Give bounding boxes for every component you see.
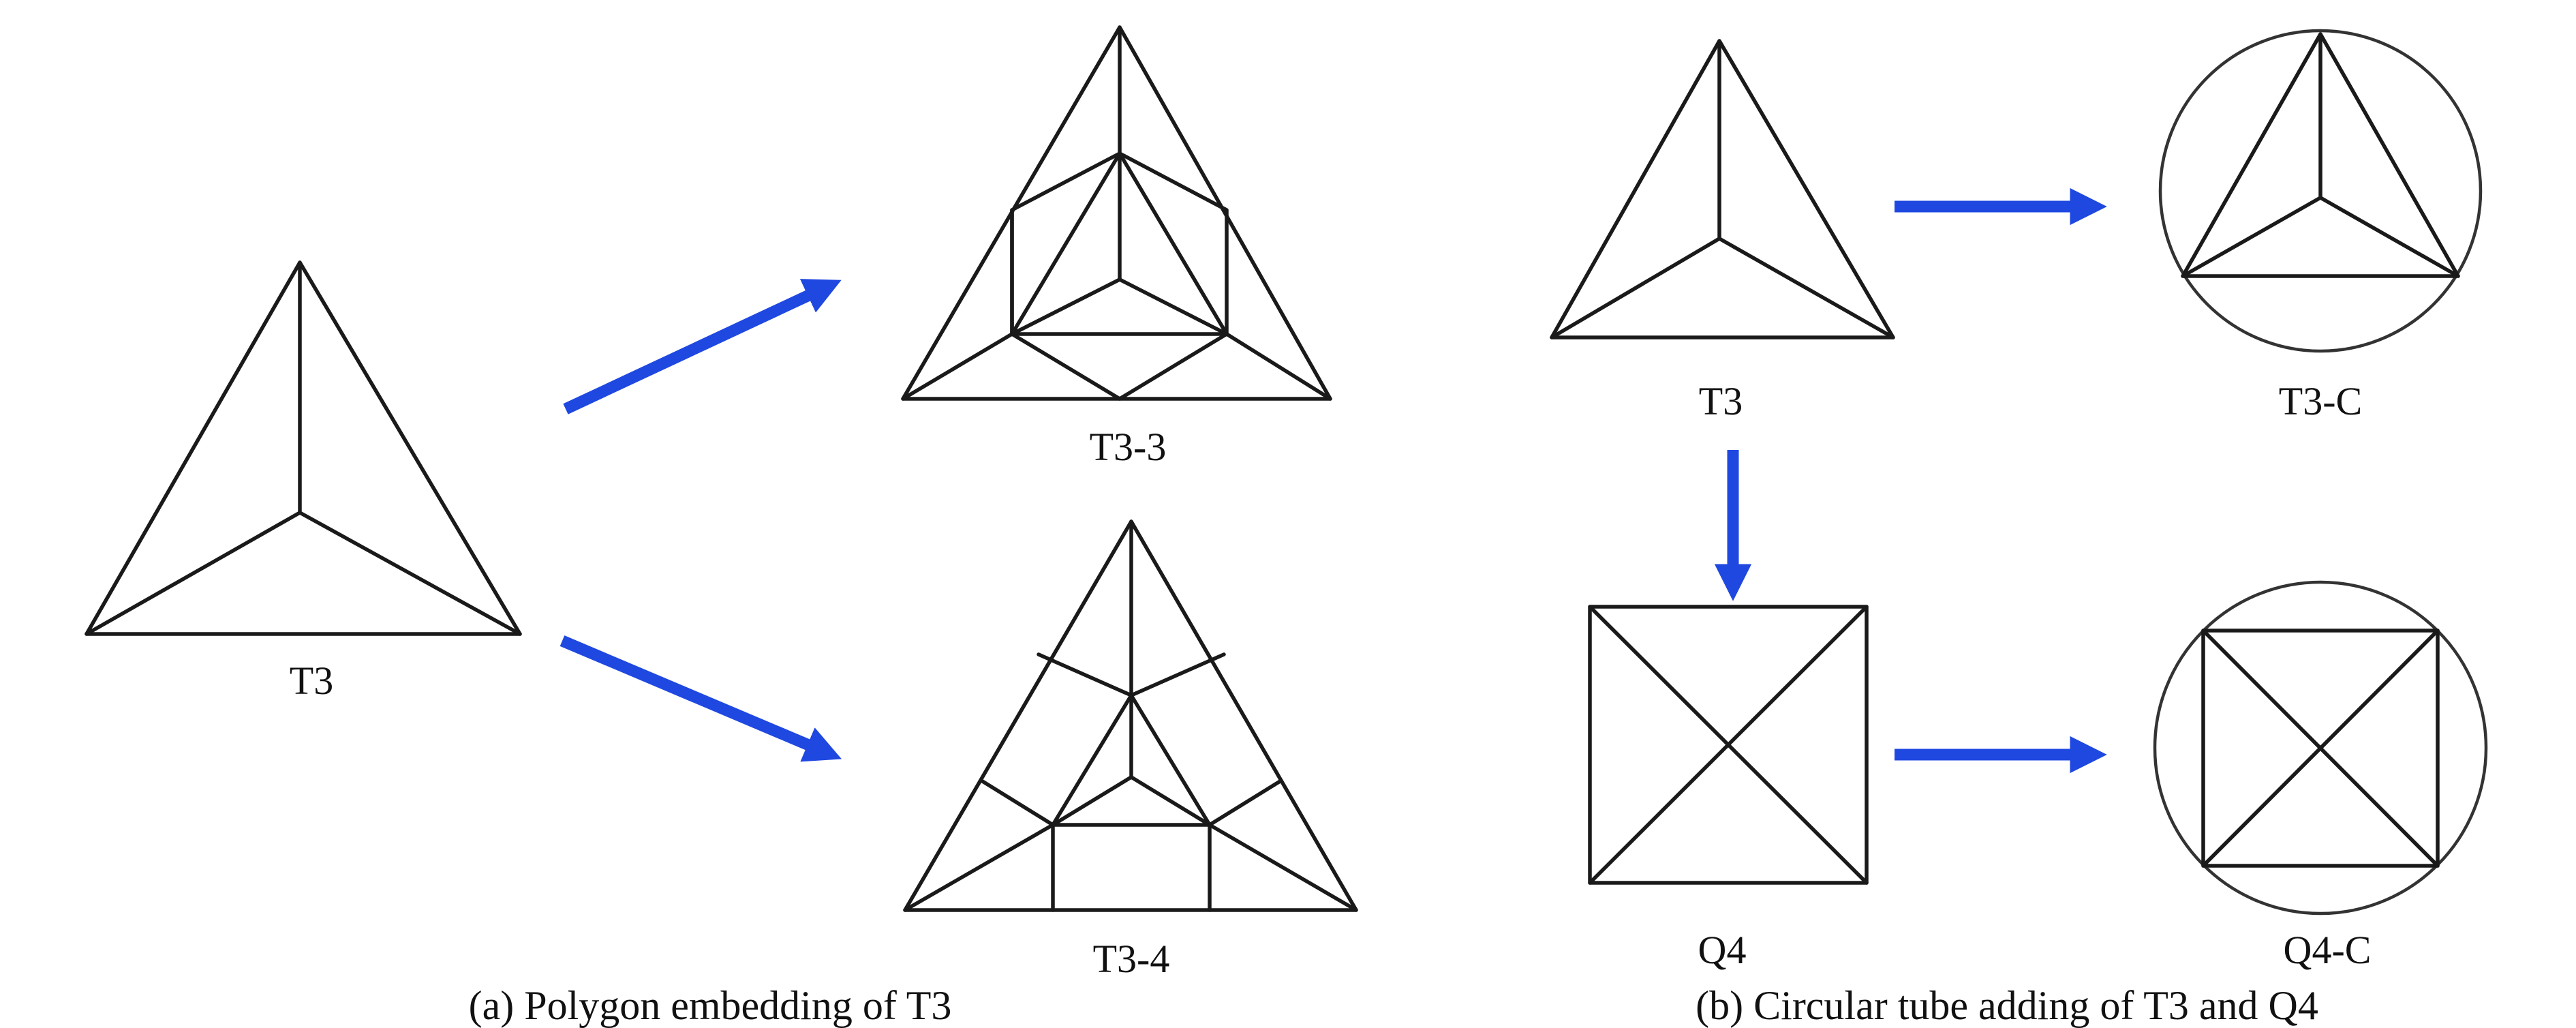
label-t3: T3 xyxy=(1698,379,1743,423)
label-q4-c: Q4-C xyxy=(2283,928,2372,972)
t3-3-shape xyxy=(901,25,1332,401)
label-t3-3: T3-3 xyxy=(1089,425,1167,469)
t3-c-shape xyxy=(2158,29,2483,353)
q4-shape xyxy=(1588,605,1869,885)
q4-c-shape xyxy=(2153,580,2488,916)
arrow-to-t3-4 xyxy=(559,635,842,762)
label-t3-4: T3-4 xyxy=(1092,937,1170,981)
label-q4: Q4 xyxy=(1698,928,1747,972)
label-t3-c: T3-C xyxy=(2278,379,2363,423)
t3-shape xyxy=(1550,39,1895,339)
caption-panel-b: (b) Circular tube adding of T3 and Q4 xyxy=(1696,983,2318,1028)
t3-4-shape xyxy=(903,519,1358,912)
caption-panel-a: (a) Polygon embedding of T3 xyxy=(468,983,952,1028)
arrow-to-t3-3 xyxy=(563,279,842,414)
t3-source-shape xyxy=(85,260,522,636)
label-t3-source: T3 xyxy=(289,659,334,703)
